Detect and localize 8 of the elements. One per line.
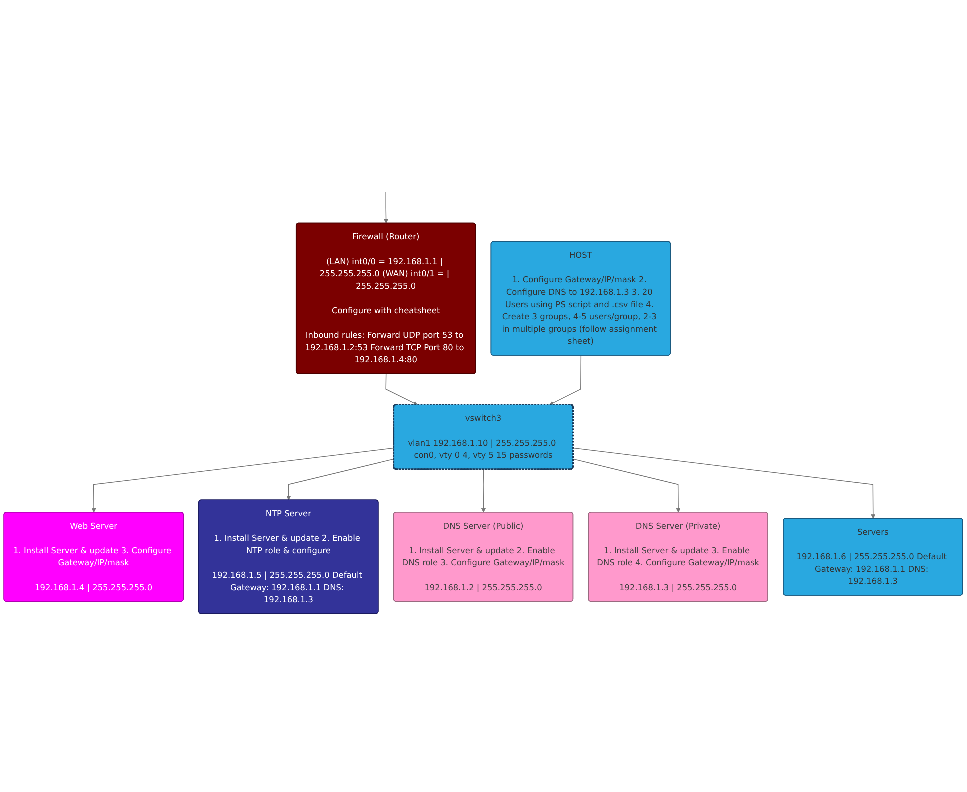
- arrow: [481, 470, 486, 514]
- arrow: [550, 356, 582, 406]
- arrow: [286, 459, 394, 502]
- arrow: [92, 448, 394, 514]
- arrow: [384, 192, 389, 224]
- arrow: [573, 448, 876, 520]
- arrow: [573, 459, 681, 514]
- arrow: [386, 374, 418, 406]
